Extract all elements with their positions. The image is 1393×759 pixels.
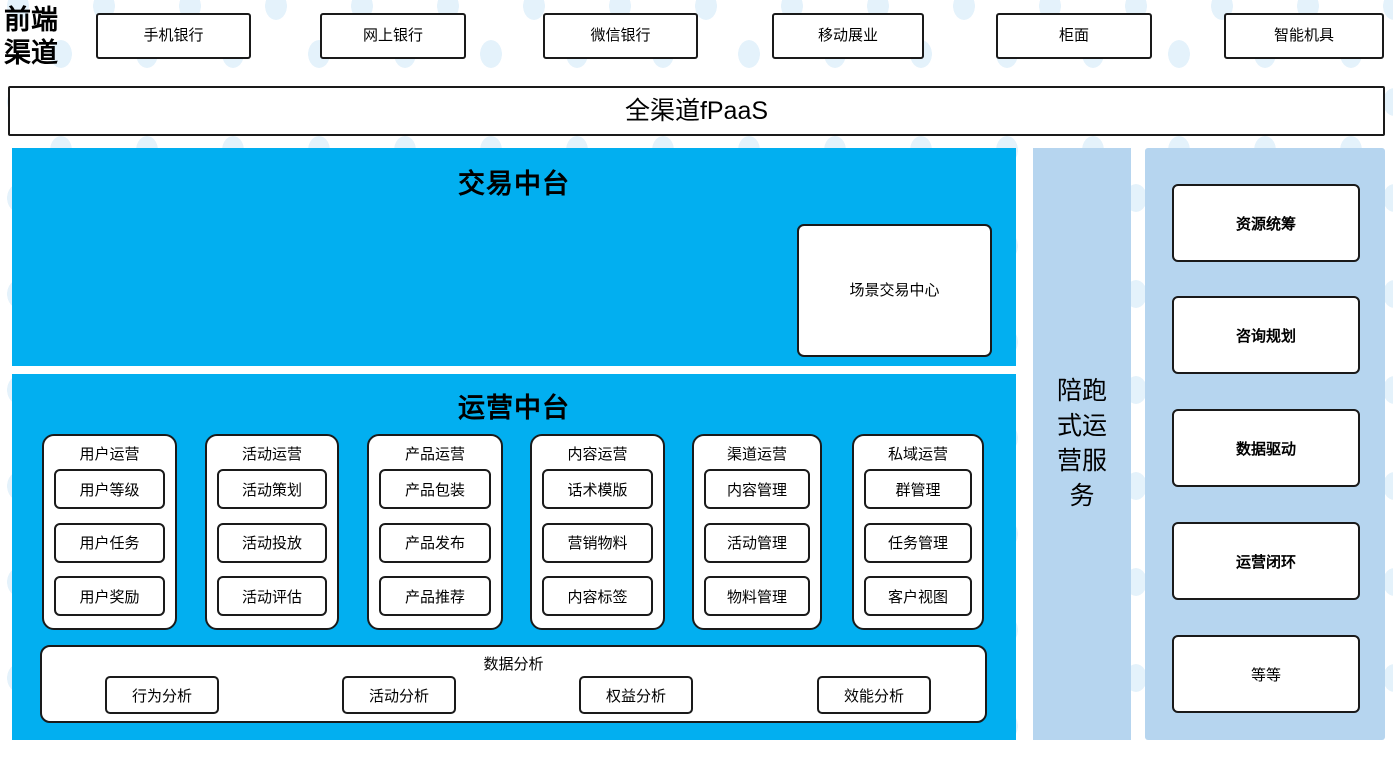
ops-column-campaign-operations[interactable]: 活动运营 活动策划 活动投放 活动评估 <box>205 434 339 630</box>
trade-platform-title: 交易中台 <box>458 169 570 199</box>
ops-column-title: 渠道运营 <box>726 446 787 463</box>
ops-column-title: 内容运营 <box>567 446 628 463</box>
accompany-operation-service-label: 陪跑式运营服务 <box>1056 377 1107 510</box>
ops-column-title: 用户运营 <box>79 446 140 463</box>
data-analysis-item-campaign[interactable]: 活动分析 <box>342 676 456 714</box>
ops-item-user-level[interactable]: 用户等级 <box>54 469 165 509</box>
ops-item-campaign-planning[interactable]: 活动策划 <box>217 469 327 509</box>
ops-item-campaign-management[interactable]: 活动管理 <box>704 522 810 563</box>
ops-item-campaign-delivery[interactable]: 活动投放 <box>217 522 327 563</box>
data-analysis-title: 数据分析 <box>483 656 544 673</box>
ops-item-user-reward[interactable]: 用户奖励 <box>54 576 165 616</box>
data-analysis-panel[interactable]: 数据分析 行为分析 活动分析 权益分析 效能分析 <box>40 645 987 723</box>
ops-column-title: 产品运营 <box>404 446 465 463</box>
ops-item-script-template[interactable]: 话术模版 <box>542 469 653 509</box>
channel-box-mobile-sales[interactable]: 移动展业 <box>772 13 924 59</box>
ops-item-customer-view[interactable]: 客户视图 <box>864 576 972 616</box>
ops-item-group-management[interactable]: 群管理 <box>864 469 972 509</box>
ops-item-product-recommendation[interactable]: 产品推荐 <box>379 576 491 616</box>
service-item-data-driven[interactable]: 数据驱动 <box>1172 409 1360 487</box>
ops-item-user-task[interactable]: 用户任务 <box>54 522 165 563</box>
ops-item-task-management[interactable]: 任务管理 <box>864 522 972 563</box>
service-item-etc[interactable]: 等等 <box>1172 635 1360 713</box>
ops-column-user-operations[interactable]: 用户运营 用户等级 用户任务 用户奖励 <box>42 434 177 630</box>
ops-item-marketing-material[interactable]: 营销物料 <box>542 522 653 563</box>
channel-box-online-bank[interactable]: 网上银行 <box>320 13 466 59</box>
channel-box-mobile-bank[interactable]: 手机银行 <box>96 13 251 59</box>
ops-item-campaign-evaluation[interactable]: 活动评估 <box>217 576 327 616</box>
ops-item-material-management[interactable]: 物料管理 <box>704 576 810 616</box>
ops-column-content-operations[interactable]: 内容运营 话术模版 营销物料 内容标签 <box>530 434 665 630</box>
trade-node-scenario-center[interactable]: 场景交易中心 <box>797 224 992 357</box>
ops-column-channel-operations[interactable]: 渠道运营 内容管理 活动管理 物料管理 <box>692 434 822 630</box>
ops-column-title: 私域运营 <box>887 446 948 463</box>
omnichannel-fpaas-bar[interactable]: 全渠道fPaaS <box>8 86 1385 136</box>
ops-column-private-domain-operations[interactable]: 私域运营 群管理 任务管理 客户视图 <box>852 434 984 630</box>
service-capability-panel: 资源统筹 咨询规划 数据驱动 运营闭环 等等 <box>1145 148 1385 740</box>
frontend-channel-label-line2: 渠道 <box>4 38 58 68</box>
data-analysis-item-benefit[interactable]: 权益分析 <box>579 676 693 714</box>
ops-item-product-packaging[interactable]: 产品包装 <box>379 469 491 509</box>
channel-box-wechat-bank[interactable]: 微信银行 <box>543 13 698 59</box>
frontend-channel-label: 前端 渠道 <box>4 4 86 70</box>
ops-column-title: 活动运营 <box>241 446 302 463</box>
channel-box-smart-machine[interactable]: 智能机具 <box>1224 13 1384 59</box>
ops-column-product-operations[interactable]: 产品运营 产品包装 产品发布 产品推荐 <box>367 434 503 630</box>
ops-platform-title: 运营中台 <box>458 393 570 423</box>
channel-box-counter[interactable]: 柜面 <box>996 13 1152 59</box>
service-item-operation-closed-loop[interactable]: 运营闭环 <box>1172 522 1360 600</box>
ops-item-content-tag[interactable]: 内容标签 <box>542 576 653 616</box>
service-item-resource-coordination[interactable]: 资源统筹 <box>1172 184 1360 262</box>
service-item-consulting-planning[interactable]: 咨询规划 <box>1172 296 1360 374</box>
data-analysis-item-behavior[interactable]: 行为分析 <box>105 676 219 714</box>
data-analysis-item-performance[interactable]: 效能分析 <box>817 676 931 714</box>
ops-item-content-management[interactable]: 内容管理 <box>704 469 810 509</box>
frontend-channel-label-line1: 前端 <box>4 5 58 35</box>
ops-item-product-release[interactable]: 产品发布 <box>379 522 491 563</box>
accompany-operation-service-column: 陪跑式运营服务 <box>1033 148 1131 740</box>
